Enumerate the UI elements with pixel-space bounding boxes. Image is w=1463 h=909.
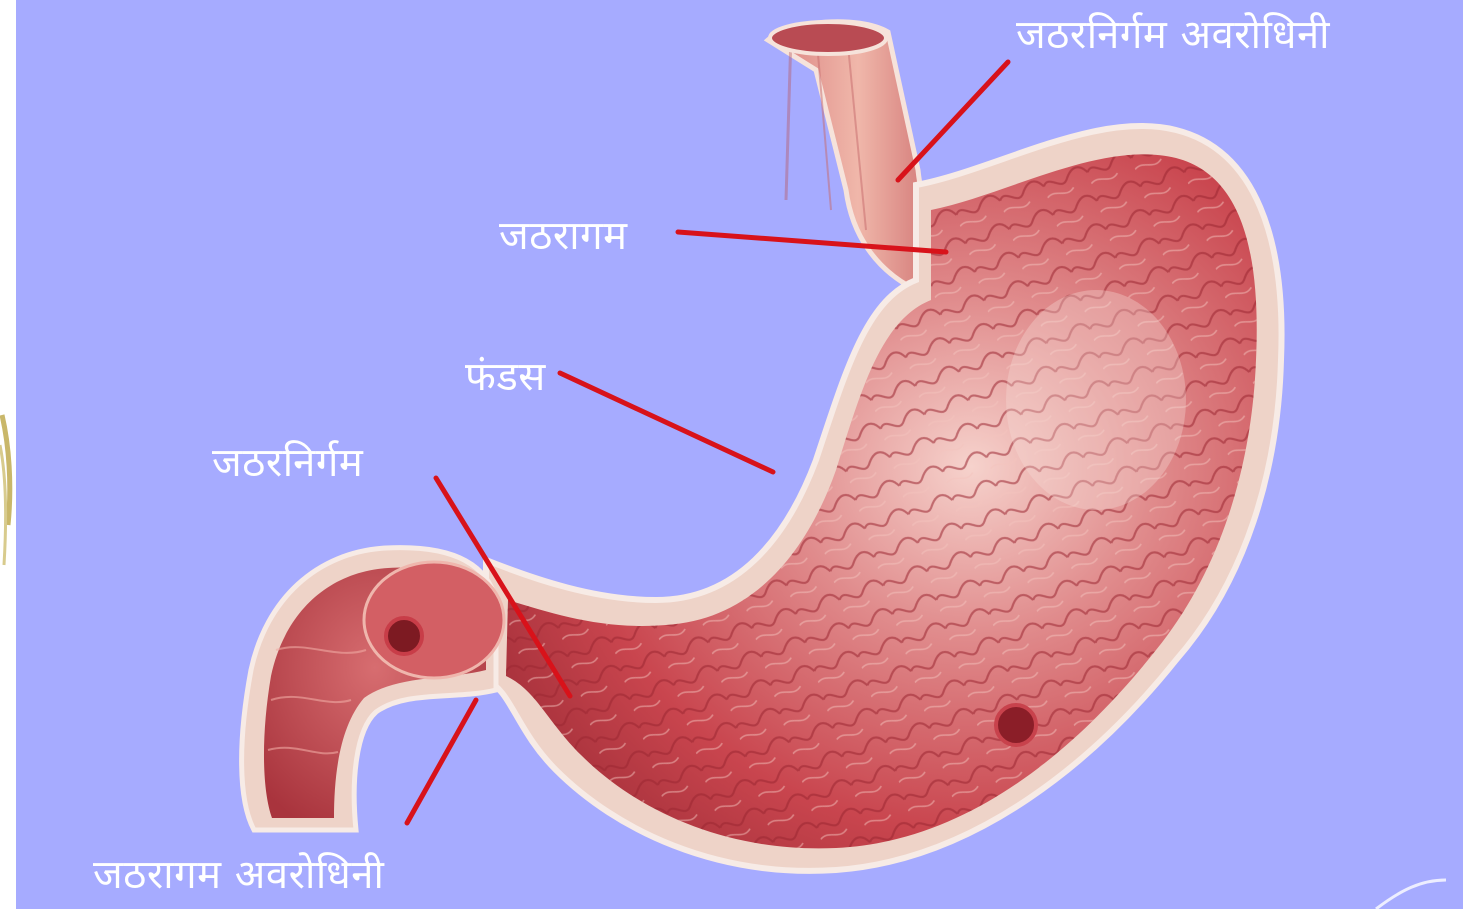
label-fundus: फंडस bbox=[465, 357, 546, 397]
label-pyloric-sphincter: जठरनिर्गम अवरोधिनी bbox=[1016, 15, 1330, 55]
decorative-edge-mark bbox=[0, 405, 16, 585]
label-cardia: जठरागम bbox=[499, 216, 628, 256]
ulcer-spot bbox=[996, 705, 1036, 745]
label-cardiac-sphincter: जठरागम अवरोधिनी bbox=[93, 855, 384, 895]
label-pylorus: जठरनिर्गम bbox=[212, 443, 363, 483]
diagram-panel: जठरनिर्गम अवरोधिनी जठरागम फंडस जठरनिर्गम… bbox=[16, 0, 1463, 909]
pyloric-opening bbox=[386, 618, 422, 654]
